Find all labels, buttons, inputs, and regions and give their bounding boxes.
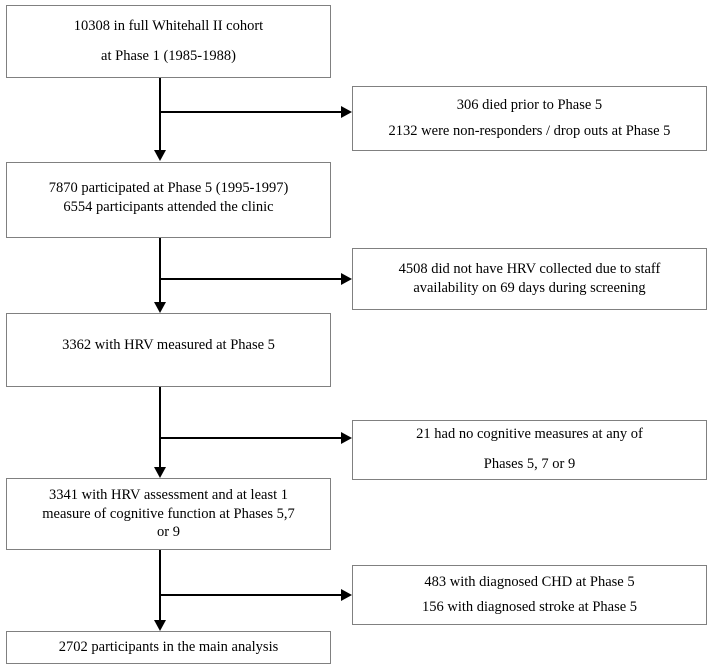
connector-arrowhead-right-3 <box>341 432 352 444</box>
connector-arrowhead-right-4 <box>341 589 352 601</box>
flow-node-hrv-line-1: 3362 with HRV measured at Phase 5 <box>62 337 275 353</box>
connector-horizontal-3 <box>159 437 344 439</box>
flow-node-phase5-line-1: 7870 participated at Phase 5 (1995-1997) <box>48 180 289 196</box>
connector-arrowhead-down-2 <box>154 302 166 313</box>
flow-node-excl-phase5: 306 died prior to Phase 5 2132 were non-… <box>352 86 707 151</box>
connector-vertical-4 <box>159 550 161 620</box>
flow-node-excl-hrv-line-1: 4508 did not have HRV collected due to s… <box>398 261 661 278</box>
connector-horizontal-4 <box>159 594 344 596</box>
connector-arrowhead-right-1 <box>341 106 352 118</box>
flow-node-excl-disease-line-1: 483 with diagnosed CHD at Phase 5 <box>424 573 635 590</box>
flow-node-excl-phase5-line-2: 2132 were non-responders / drop outs at … <box>388 122 671 139</box>
connector-arrowhead-down-1 <box>154 150 166 161</box>
flow-node-cohort-line-2: at Phase 1 (1985-1988) <box>101 47 236 64</box>
connector-arrowhead-down-3 <box>154 467 166 478</box>
flow-node-cognitive-line-3: or 9 <box>157 524 180 541</box>
flow-node-excl-cognitive-line-2: Phases 5, 7 or 9 <box>483 456 576 472</box>
flow-node-excl-cognitive-line-1: 21 had no cognitive measures at any of <box>416 426 643 443</box>
flow-node-excl-hrv-line-2: availability on 69 days during screening <box>413 280 646 296</box>
flow-node-phase5: 7870 participated at Phase 5 (1995-1997)… <box>6 162 331 238</box>
flow-node-phase5-line-2: 6554 participants attended the clinic <box>63 198 274 215</box>
connector-horizontal-1 <box>159 111 344 113</box>
flow-node-cognitive-line-1: 3341 with HRV assessment and at least 1 <box>48 486 288 503</box>
flow-node-cognitive: 3341 with HRV assessment and at least 1 … <box>6 478 331 550</box>
connector-vertical-1 <box>159 78 161 150</box>
flow-node-excl-disease: 483 with diagnosed CHD at Phase 5 156 wi… <box>352 565 707 625</box>
flow-node-hrv: 3362 with HRV measured at Phase 5 <box>6 313 331 387</box>
flow-node-cohort: 10308 in full Whitehall II cohort at Pha… <box>6 5 331 78</box>
flow-node-cognitive-line-2: measure of cognitive function at Phases … <box>42 505 295 522</box>
flow-node-analysis-line-1: 2702 participants in the main analysis <box>58 638 279 655</box>
flow-node-cohort-line-1: 10308 in full Whitehall II cohort <box>73 17 264 34</box>
flow-node-excl-disease-line-2: 156 with diagnosed stroke at Phase 5 <box>421 599 638 615</box>
flow-node-excl-cognitive: 21 had no cognitive measures at any of P… <box>352 420 707 480</box>
connector-vertical-3 <box>159 387 161 467</box>
connector-arrowhead-right-2 <box>341 273 352 285</box>
flow-node-analysis: 2702 participants in the main analysis <box>6 631 331 664</box>
flow-node-excl-phase5-line-1: 306 died prior to Phase 5 <box>456 97 603 114</box>
connector-horizontal-2 <box>159 278 344 280</box>
connector-arrowhead-down-4 <box>154 620 166 631</box>
connector-vertical-2 <box>159 238 161 302</box>
flow-node-excl-hrv: 4508 did not have HRV collected due to s… <box>352 248 707 310</box>
